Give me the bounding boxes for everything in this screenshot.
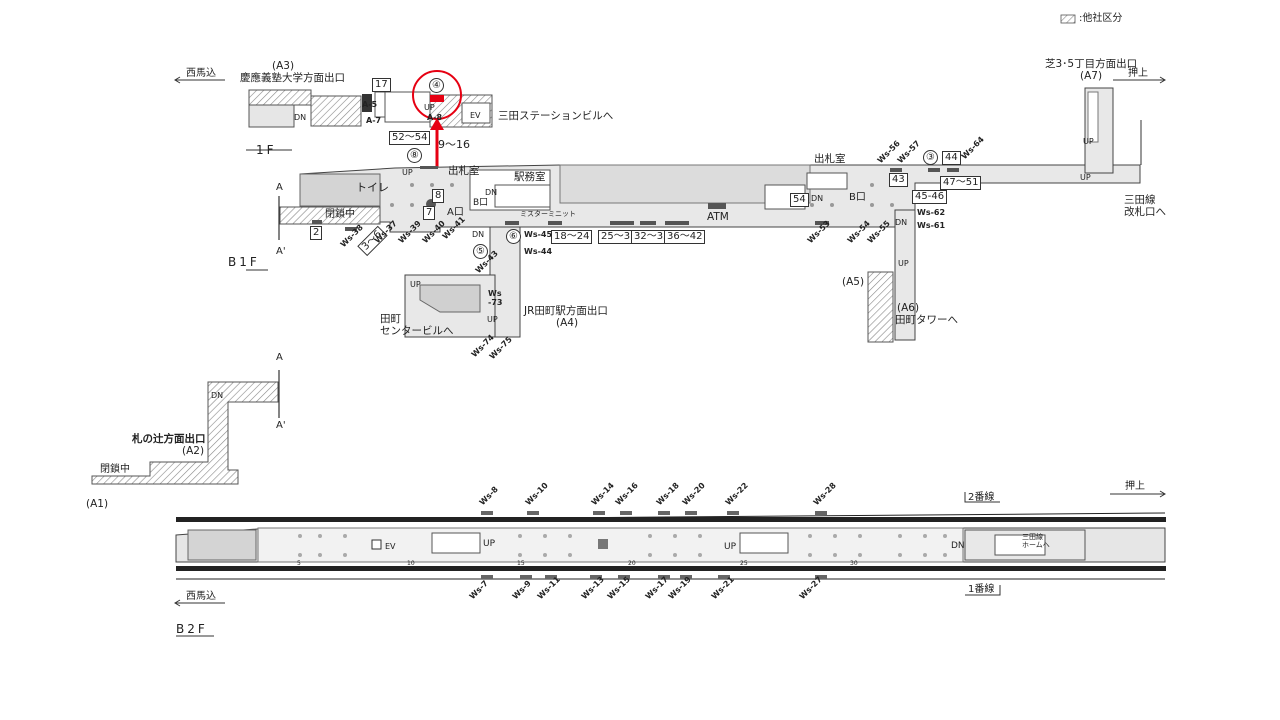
direction-oshiage-b1: 押上: [1128, 68, 1148, 79]
exit-code-a7: A-7: [366, 116, 382, 125]
toilet-label: トイレ: [356, 181, 389, 194]
gate-44: 44: [942, 151, 961, 165]
gate-7: 7: [423, 206, 436, 220]
ticket-office-label-1: 出札室: [448, 165, 480, 177]
up-mark-b1-1: UP: [402, 168, 413, 177]
car-number-20: 20: [628, 560, 636, 567]
tamachi-center-label[interactable]: 田町 センタービルへ: [380, 313, 454, 337]
up-mark-b2-2: UP: [724, 542, 737, 552]
up-mark-b1-2: UP: [898, 259, 909, 268]
exit-a6-code: (A6): [897, 302, 920, 314]
gate-36-42: 36～42: [664, 230, 706, 244]
section-a-top: A: [276, 182, 283, 193]
direction-oshiage-b2: 押上: [1125, 481, 1145, 492]
legend-hatch-swatch: [1060, 14, 1076, 24]
gate-17: 17: [372, 78, 391, 92]
exit-6-number[interactable]: ⑥: [506, 229, 521, 244]
gate-18-24: 18～24: [551, 230, 593, 244]
up-mark-b2-1: UP: [483, 539, 496, 549]
exit-a3-name[interactable]: 慶應義塾大学方面出口: [240, 72, 345, 84]
dn-mark-b1-1: DN: [485, 188, 498, 197]
closed-b1-label: 閉鎖中: [325, 209, 355, 220]
track-2-label: 2番線: [968, 492, 995, 503]
up-mark-b1-5: UP: [410, 280, 421, 289]
ws-label: Ws-44: [524, 247, 553, 256]
exit-code-ws73: Ws -73: [488, 289, 503, 307]
exit-a1-code[interactable]: (A1): [86, 498, 109, 510]
exit-3-number[interactable]: ③: [923, 150, 938, 165]
floor-label-b1f: B1F: [228, 255, 260, 269]
exit-a4-name[interactable]: JR田町駅方面出口: [524, 305, 608, 317]
section-a-prime-top: A': [276, 246, 286, 257]
mita-line-home-label: 三田線 ホームへ: [1022, 533, 1050, 549]
ws-label: Ws-62: [917, 208, 946, 217]
gate-45-46: 45-46: [912, 190, 948, 204]
ws-label: Ws-61: [917, 221, 946, 230]
car-number-10: 10: [407, 560, 415, 567]
exit-a4-code: (A4): [556, 317, 579, 329]
gate-54: 54: [790, 193, 809, 207]
b-gate-label-1: B口: [473, 198, 489, 208]
mita-station-bldg-label: 三田ステーションビルへ: [498, 110, 614, 122]
track-1-label: 1番線: [968, 584, 995, 595]
ev-mark-b2: EV: [385, 542, 396, 551]
exit-8-number[interactable]: ⑧: [407, 148, 422, 163]
exit-4-arrow: [430, 118, 444, 130]
direction-nishi-umagome-b1: 西馬込: [186, 68, 216, 79]
a-gate-label: A口: [447, 207, 464, 218]
car-number-15: 15: [517, 560, 525, 567]
exit-a2-name[interactable]: 札の辻方面出口: [132, 433, 206, 445]
exit-4-marker: [430, 95, 444, 102]
direction-nishi-umagome-b2: 西馬込: [186, 591, 216, 602]
dn-mark-b2: DN: [951, 541, 965, 551]
exit-code-a8: A-8: [427, 113, 443, 122]
gate-8: 8: [432, 189, 445, 203]
closed-a2-label: 閉鎖中: [100, 464, 130, 475]
floor-label-1f: 1F: [256, 143, 277, 157]
exit-code-a5: A-5: [362, 100, 378, 109]
gate-52-54: 52～54: [389, 131, 431, 145]
up-mark-b1-4: UP: [1080, 173, 1091, 182]
up-mark-b1-3: UP: [1083, 137, 1094, 146]
section-a-bottom: A: [276, 352, 283, 363]
up-mark-b1-6: UP: [487, 315, 498, 324]
exit-a6-name[interactable]: 田町タワーへ: [895, 314, 958, 326]
dn-mark-a2: DN: [211, 391, 224, 400]
exit-4-number[interactable]: ④: [429, 78, 444, 93]
gate-2: 2: [310, 226, 323, 240]
exit-a7-name[interactable]: 芝3･5丁目方面出口: [1045, 58, 1138, 70]
exit-a5-code[interactable]: (A5): [842, 276, 865, 288]
exit-a3-code: (A3): [272, 60, 295, 72]
b-gate-label-2: B口: [849, 192, 866, 203]
mister-minit-label: ミスターミニット: [520, 210, 576, 218]
ev-mark-1f: EV: [470, 111, 481, 120]
dn-mark-b1-2: DN: [472, 230, 485, 239]
section-a-prime-bottom: A': [276, 420, 286, 431]
mita-line-gate-label[interactable]: 三田線 改札口へ: [1124, 194, 1166, 218]
exit-5-number[interactable]: ⑤: [473, 244, 488, 259]
floor-label-b2f: B2F: [176, 622, 208, 636]
car-number-25: 25: [740, 560, 748, 567]
car-number-30: 30: [850, 560, 858, 567]
car-number-5: 5: [297, 560, 301, 567]
dn-mark-b1-4: DN: [895, 218, 908, 227]
gate-9-16: 9～16: [438, 138, 470, 151]
exit-a7-code: (A7): [1080, 70, 1103, 82]
gate-43: 43: [889, 173, 908, 187]
ticket-office-label-2: 出札室: [814, 153, 846, 165]
ws-label: Ws-45: [524, 230, 553, 239]
dn-mark-1f: DN: [294, 113, 307, 122]
legend-label: :他社区分: [1079, 13, 1123, 24]
atm-label: ATM: [707, 211, 729, 223]
station-office-label: 駅務室: [514, 171, 546, 183]
dn-mark-b1-3: DN: [811, 194, 824, 203]
gate-47-51: 47～51: [940, 176, 982, 190]
up-mark-1f: UP: [424, 103, 435, 112]
exit-a2-code: (A2): [182, 445, 205, 457]
